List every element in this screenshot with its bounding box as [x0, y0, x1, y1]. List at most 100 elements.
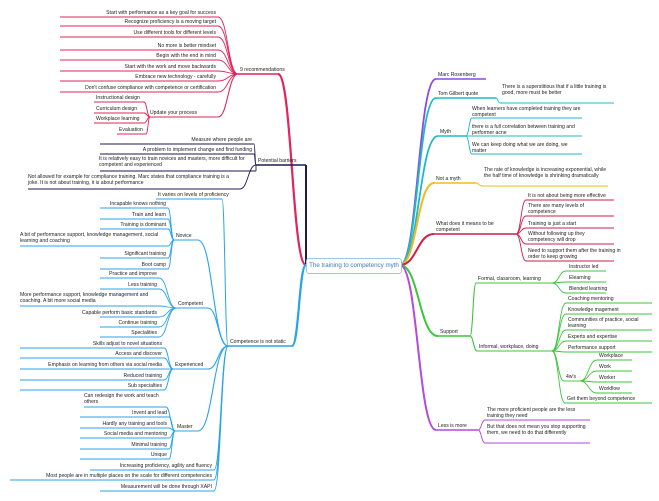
- four-w-item[interactable]: Work: [599, 364, 611, 370]
- connector-line: [469, 282, 477, 337]
- topic-competence-not-static[interactable]: Competence is not static: [230, 339, 286, 345]
- topic-less-is-more[interactable]: Less is more: [438, 423, 467, 429]
- recommendation-item[interactable]: Embrace new technology - carefully: [135, 74, 216, 80]
- experienced-item[interactable]: Skills adjust to novel situations: [92, 341, 162, 347]
- four-w-item[interactable]: Worker: [599, 375, 616, 381]
- myth-item[interactable]: We can keep doing what we are doing, we …: [472, 142, 568, 154]
- topic-recommendations[interactable]: 9 recommendations: [240, 67, 285, 73]
- experienced-item[interactable]: Reduced training: [123, 373, 162, 379]
- topic-formal-learning[interactable]: Formal, classroom, learning: [478, 276, 541, 282]
- topic-update-process[interactable]: Update your process: [150, 110, 198, 116]
- master-item[interactable]: Hardly any training and tools: [102, 421, 167, 427]
- novice-item[interactable]: A bit of performance support, knowledge …: [20, 232, 159, 244]
- competent-item[interactable]: Practice and improve: [109, 271, 157, 277]
- formal-item[interactable]: Instructor led: [569, 264, 599, 270]
- topic-experienced[interactable]: Experienced: [175, 362, 204, 368]
- informal-item[interactable]: Coaching mentoring: [568, 296, 614, 302]
- competent-item[interactable]: Less training: [128, 282, 157, 288]
- recommendation-item[interactable]: Don't confuse compliance with competence…: [85, 85, 216, 91]
- barrier-item[interactable]: A problem to implement change and find f…: [142, 147, 252, 153]
- topic-competent[interactable]: Competent: [178, 301, 203, 307]
- novice-item[interactable]: Training is dominant: [120, 222, 166, 228]
- connector-line: [167, 239, 175, 247]
- competent-meaning-item[interactable]: Without following up they competency wil…: [528, 231, 585, 243]
- topic-novice[interactable]: Novice: [176, 233, 192, 239]
- competent-item[interactable]: More performance support, knowledge mana…: [20, 292, 149, 304]
- gilbert-quote-text[interactable]: There is a superstitious that if a littl…: [502, 84, 607, 96]
- process-item[interactable]: Evaluation: [119, 127, 143, 133]
- connector-line: [158, 307, 177, 338]
- experienced-item[interactable]: Sub specialties: [127, 383, 162, 389]
- less-is-more-item[interactable]: The more proficient people are the less …: [487, 407, 576, 419]
- barrier-item[interactable]: It is relatively easy to train novices a…: [99, 156, 245, 168]
- connector-line: [399, 97, 437, 266]
- competent-item[interactable]: Capable perform basic standards: [81, 310, 157, 316]
- recommendation-item[interactable]: Use different tools for different levels: [133, 30, 217, 36]
- novice-item[interactable]: Incapable knows nothing: [109, 201, 166, 207]
- process-item[interactable]: Workplace learning: [96, 116, 140, 122]
- topic-support[interactable]: Support: [440, 329, 458, 335]
- competent-meaning-item[interactable]: Need to support them after the training …: [528, 248, 621, 260]
- connector-line: [477, 419, 486, 431]
- less-is-more-item[interactable]: But that does not mean you stop supporti…: [487, 424, 586, 436]
- connector-line: [465, 135, 473, 155]
- novice-item[interactable]: Significant training: [124, 251, 166, 257]
- competent-meaning-item[interactable]: There are many levels of competence: [528, 203, 585, 215]
- recommendation-item[interactable]: Recognize proficiency is a moving target: [124, 19, 216, 25]
- connector-line: [217, 16, 239, 75]
- master-item[interactable]: Can redesign the work and teach others: [84, 393, 159, 405]
- process-item[interactable]: Curriculum design: [96, 106, 138, 112]
- informal-item[interactable]: Get them beyond competence: [567, 396, 636, 402]
- recommendation-item[interactable]: Start with performance as a key goal for…: [106, 10, 216, 16]
- informal-item[interactable]: Experts and expertise: [568, 334, 618, 340]
- novice-item[interactable]: Boot camp: [141, 262, 166, 268]
- topic-master[interactable]: Master: [177, 424, 193, 430]
- topic-potential-barriers[interactable]: Potential barriers: [258, 158, 297, 164]
- competence-varies[interactable]: It varies on levels of proficiency: [158, 192, 229, 198]
- connector-line: [579, 380, 598, 394]
- recommendation-item[interactable]: Begin with the end in mind: [156, 53, 216, 59]
- topic-not-a-myth[interactable]: Not a myth: [436, 176, 461, 182]
- four-w-item[interactable]: Workflow: [599, 386, 620, 392]
- master-item[interactable]: Unique: [150, 452, 167, 458]
- not-myth-text[interactable]: The rate of knowledge is increasing expo…: [484, 167, 607, 179]
- barrier-item[interactable]: Measure where people are: [191, 137, 252, 143]
- topic-informal-learning[interactable]: Informal, workplace, doing: [479, 344, 539, 350]
- novice-item[interactable]: Train and learn: [131, 212, 166, 218]
- competence-tail-item[interactable]: Measurement will be done through XAPI: [120, 484, 212, 490]
- topic-marc-rosenberg[interactable]: Marc Rosenberg: [438, 72, 476, 78]
- connector-line: [495, 97, 501, 104]
- competent-item[interactable]: Continue training: [118, 320, 157, 326]
- master-item[interactable]: Invent and lead: [132, 410, 167, 416]
- four-w-item[interactable]: Workplace: [599, 353, 623, 359]
- informal-item[interactable]: Communities of practice, social learning: [568, 317, 639, 329]
- recommendation-item[interactable]: No more is better mindset: [157, 43, 216, 49]
- central-topic[interactable]: The training to competency myth: [306, 258, 402, 274]
- competent-item[interactable]: Specialities: [131, 330, 157, 336]
- master-item[interactable]: Minimal training: [131, 442, 167, 448]
- formal-item[interactable]: Blended learning: [569, 286, 608, 292]
- process-item[interactable]: Instructional design: [96, 95, 140, 101]
- competent-meaning-item[interactable]: It is not about being more effective: [528, 193, 606, 199]
- topic-four-ws[interactable]: 4w's: [566, 374, 577, 380]
- experienced-item[interactable]: Emphasis on learning from others via soc…: [48, 362, 162, 368]
- competence-tail-item[interactable]: Most people are in multiple places on th…: [46, 473, 212, 479]
- competence-tail-item[interactable]: Increasing proficiency, agility and flue…: [119, 463, 212, 469]
- barrier-item[interactable]: Not allowed for example for compliance t…: [28, 174, 230, 186]
- informal-item[interactable]: Performance support: [568, 345, 616, 351]
- experienced-item[interactable]: Access and discover: [115, 351, 162, 357]
- topic-tom-gilbert-quote[interactable]: Tom Gilbert quote: [438, 91, 479, 97]
- myth-item[interactable]: When learners have completed training th…: [472, 106, 581, 118]
- connector-line: [399, 182, 435, 266]
- myth-item[interactable]: there is a full correlation between trai…: [472, 124, 575, 136]
- competent-meaning-item[interactable]: Training is just a start: [528, 221, 577, 227]
- topic-what-competent-means[interactable]: What does it means to be competent: [436, 221, 494, 233]
- connector-line: [197, 239, 229, 347]
- recommendation-item[interactable]: Start with the work and move backwards: [124, 64, 216, 70]
- connector-line: [197, 345, 229, 432]
- formal-item[interactable]: Elearning: [569, 275, 591, 281]
- informal-item[interactable]: Knowledge magement: [568, 307, 619, 313]
- master-item[interactable]: Social media and mentoring: [103, 431, 167, 437]
- topic-myth[interactable]: Myth: [440, 129, 452, 135]
